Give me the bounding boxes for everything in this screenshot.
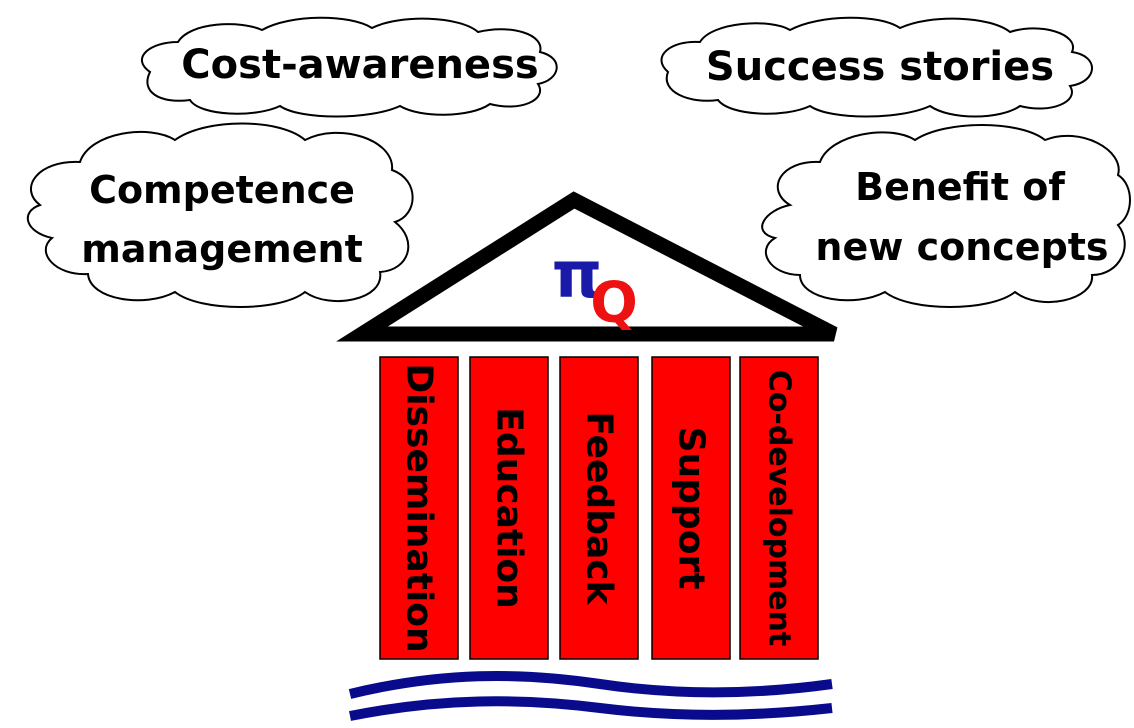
pillar-co-development: Co-development <box>739 356 819 660</box>
cloud-shape <box>660 16 1093 118</box>
temple-roof: π Q <box>336 191 838 342</box>
cloud-shape <box>141 16 558 118</box>
wave-line-1 <box>348 670 833 699</box>
pillar-column <box>379 356 459 660</box>
logo-q-letter: Q <box>590 271 638 336</box>
cloud-competence-management: Competence management <box>26 122 414 308</box>
pillar-label: Co-development <box>762 370 797 646</box>
cloud-cost-awareness: Cost-awareness <box>141 16 558 118</box>
pillar-column <box>469 356 549 660</box>
pillar-column <box>651 356 731 660</box>
cloud-label-line1: Competence <box>89 168 355 212</box>
temple-pillars: Dissemination Education Feedback Support… <box>379 356 819 660</box>
pillar-column <box>559 356 639 660</box>
cloud-success-stories: Success stories <box>660 16 1093 118</box>
wave-line-2 <box>349 696 833 721</box>
cloud-shape <box>761 124 1131 308</box>
pillar-label: Support <box>671 427 712 590</box>
pillar-column <box>739 356 819 660</box>
pillar-education: Education <box>469 356 549 660</box>
cloud-shape <box>26 122 414 308</box>
cloud-label: Success stories <box>706 44 1054 90</box>
cloud-benefit-new-concepts: Benefit of new concepts <box>761 124 1131 308</box>
pillar-dissemination: Dissemination <box>379 356 459 660</box>
pillar-feedback: Feedback <box>559 356 639 660</box>
logo-pi-symbol: π <box>552 239 603 313</box>
cloud-label: Cost-awareness <box>181 42 538 88</box>
pillar-label: Feedback <box>579 411 620 605</box>
cloud-label-line2: new concepts <box>815 225 1108 269</box>
cloud-label-line2: management <box>81 227 363 271</box>
pillar-support: Support <box>651 356 731 660</box>
water-waves <box>348 670 833 721</box>
roof-triangle <box>336 191 838 342</box>
cloud-label-line1: Benefit of <box>855 165 1065 209</box>
pillar-label: Education <box>489 407 530 609</box>
pillar-label: Dissemination <box>399 363 440 652</box>
